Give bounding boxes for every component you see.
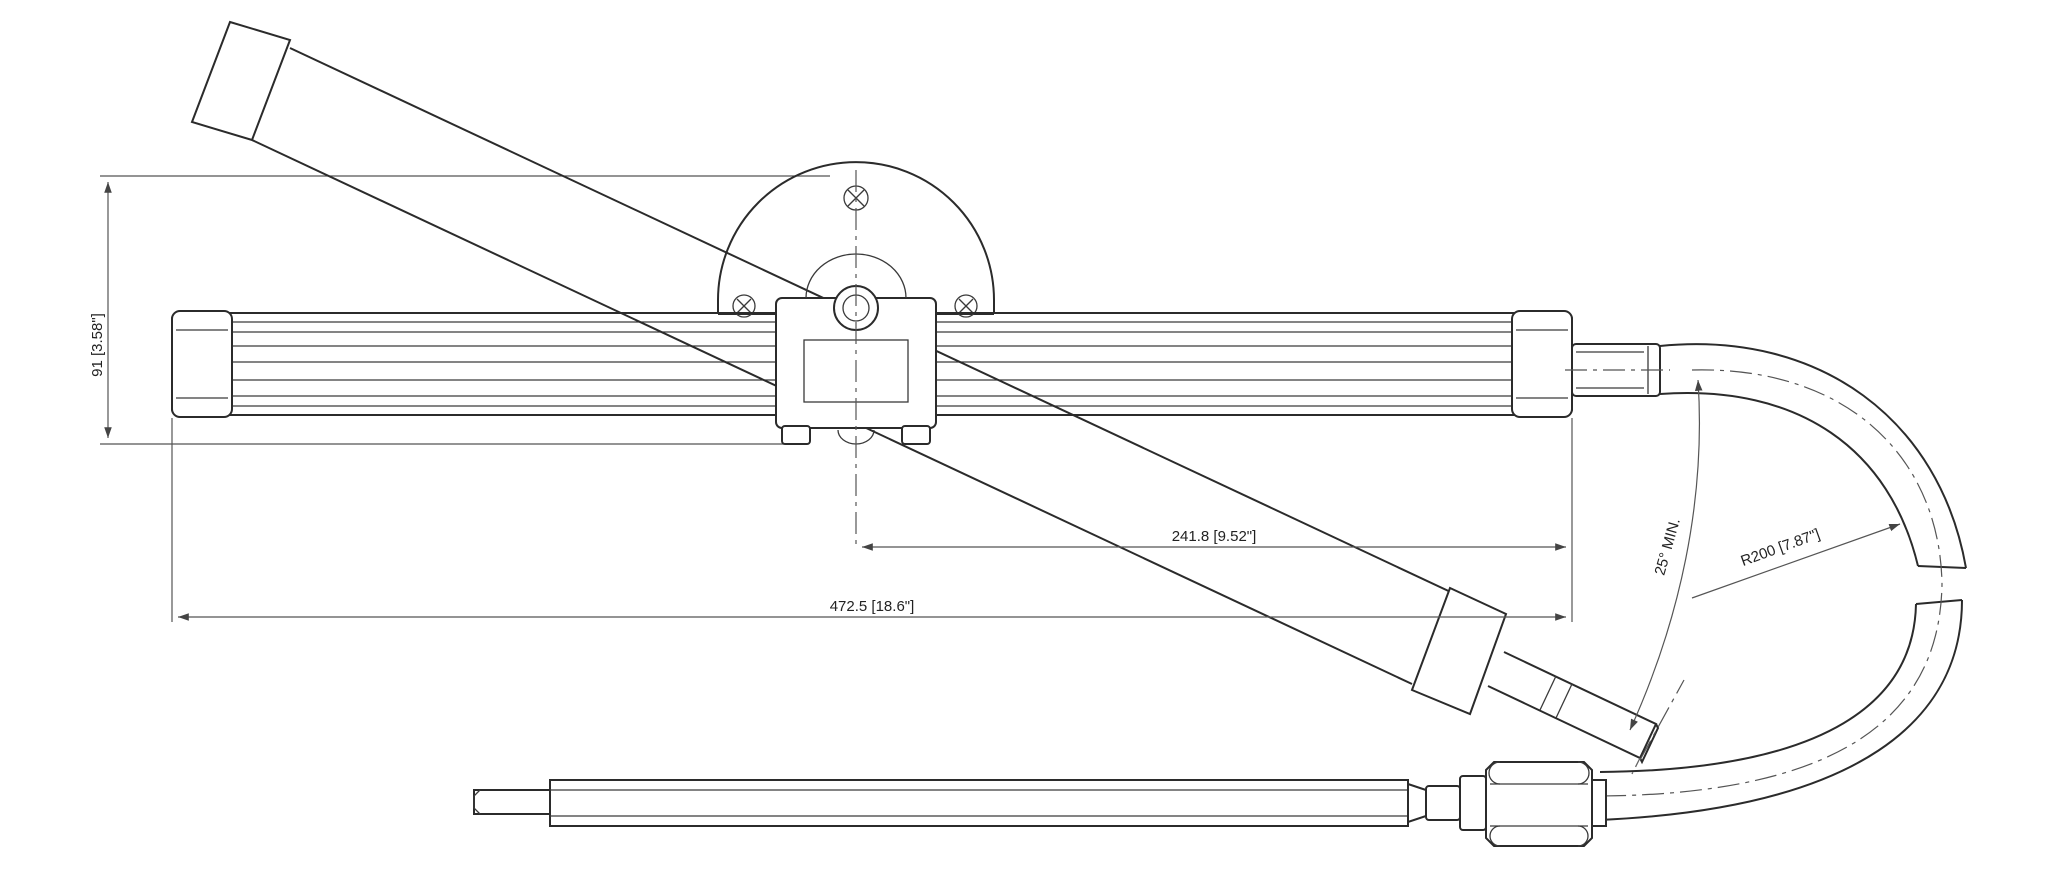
left-screw-icon [732, 294, 756, 318]
overall-length-dimension [171, 418, 1573, 622]
steering-rod-assembly [473, 761, 1607, 847]
tilted-end-cap [190, 20, 292, 142]
tilted-collar [1410, 586, 1508, 716]
angle-arc [1629, 379, 1703, 731]
radius-leader [1691, 523, 1901, 599]
hydraulic-hose [1599, 343, 1967, 821]
radius-dimension-label: R200 [7.87"] [1739, 526, 1823, 570]
left-end-cap [171, 310, 233, 418]
right-end-cap [1511, 310, 1573, 418]
angle-dimension-label: 25° MIN. [1651, 516, 1683, 577]
offset-dimension-label: 241.8 [9.52"] [1172, 528, 1257, 545]
hose-fitting [1565, 343, 1670, 397]
left-bolt-icon [781, 425, 811, 445]
overall-length-dimension-label: 472.5 [18.6"] [830, 598, 915, 615]
hex-fitting-icon [1485, 761, 1593, 847]
offset-dimension [862, 418, 1573, 552]
height-dimension [100, 175, 830, 445]
height-dimension-label: 91 [3.58"] [89, 313, 106, 377]
right-screw-icon [954, 294, 978, 318]
right-bolt-icon [901, 425, 931, 445]
